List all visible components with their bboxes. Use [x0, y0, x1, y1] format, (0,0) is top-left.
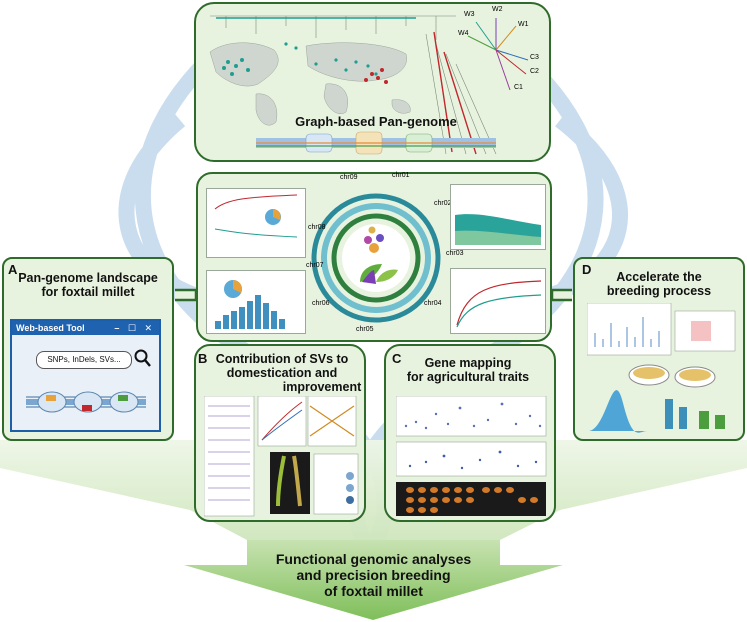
web-tool-titlebar: Web-based Tool – ☐ ✕ — [12, 321, 159, 335]
chr-label-7: chr07 — [306, 262, 324, 269]
chr-label-1: chr01 — [392, 172, 410, 179]
panel-d-title-line2: breeding process — [606, 284, 712, 298]
panel-b-letter: B — [198, 351, 208, 366]
world-map — [209, 42, 411, 126]
panel-d — [573, 257, 745, 441]
panel-b — [194, 344, 366, 522]
tree-label-w3: W3 — [464, 11, 475, 18]
panel-d-letter: D — [582, 262, 592, 277]
tree-label-w1: W1 — [518, 21, 529, 28]
graph-genome-icon — [26, 391, 146, 413]
sv-area-chart — [450, 184, 546, 250]
search-icon[interactable] — [134, 349, 152, 369]
panel-a-letter: A — [8, 262, 18, 277]
tree-label-c3: C3 — [530, 54, 539, 61]
radial-tree — [467, 18, 529, 91]
panel-a-title-line1: Pan-genome landscape — [18, 271, 158, 285]
phylo-tree — [210, 15, 497, 155]
world-map-tree-figure — [209, 15, 529, 155]
bottom-caption-line3: of foxtail millet — [324, 583, 423, 599]
chr-label-8: chr08 — [308, 224, 326, 231]
chr-label-9: chr09 — [340, 174, 358, 181]
panel-d-figures — [587, 303, 736, 433]
red-clade-line — [433, 31, 477, 155]
sample-points-teal — [222, 42, 378, 76]
gene-family-curve-plot — [206, 188, 306, 258]
panel-b-title-line2: domestication and — [226, 366, 338, 380]
panel-b-figures — [204, 396, 359, 517]
panel-c-title-line1: Gene mapping — [424, 356, 512, 370]
tree-label-c2: C2 — [530, 68, 539, 75]
chr-label-2: chr02 — [434, 200, 452, 207]
panel-c — [384, 344, 556, 522]
chr-label-3: chr03 — [446, 250, 464, 257]
top-panel: W3 W2 W1 W4 C3 C2 C1 Graph-based Pan-gen… — [194, 2, 551, 162]
tree-label-w2: W2 — [492, 6, 503, 13]
panel-b-title-line3: improvement — [282, 380, 362, 394]
top-panel-title: Graph-based Pan-genome — [295, 114, 457, 129]
middle-panel: chr01 chr02 chr03 chr04 chr05 chr06 chr0… — [196, 172, 552, 342]
accession-curve-plot — [450, 268, 546, 334]
histogram-plot — [206, 270, 306, 334]
panel-c-title-line2: for agricultural traits — [406, 370, 530, 384]
search-input[interactable]: SNPs, InDels, SVs... — [36, 351, 132, 369]
down-arrow — [184, 540, 563, 620]
panel-c-figures — [396, 396, 547, 516]
chr-label-6: chr06 — [312, 300, 330, 307]
web-tool-window[interactable]: Web-based Tool – ☐ ✕ SNPs, InDels, SVs..… — [10, 319, 161, 432]
chr-label-5: chr05 — [356, 326, 374, 333]
tree-label-w4: W4 — [458, 30, 469, 37]
bottom-caption: Functional genomic analyses and precisio… — [170, 551, 577, 599]
chr-label-4: chr04 — [424, 300, 442, 307]
window-controls-icon[interactable]: – ☐ ✕ — [114, 323, 155, 333]
sample-points-red — [364, 68, 388, 84]
chromosome-graph-bar — [256, 131, 496, 155]
panel-c-letter: C — [392, 351, 402, 366]
web-tool-title: Web-based Tool — [16, 323, 85, 333]
plant-logo — [360, 226, 398, 284]
circos-plot — [310, 178, 442, 338]
connectors — [175, 288, 572, 302]
panel-a-title-line2: for foxtail millet — [41, 285, 135, 299]
panel-d-title-line1: Accelerate the — [616, 270, 702, 284]
tree-label-c1: C1 — [514, 84, 523, 91]
bottom-caption-line2: and precision breeding — [296, 567, 451, 583]
bottom-caption-line1: Functional genomic analyses — [275, 551, 472, 567]
funnel-shape — [0, 440, 747, 540]
panel-b-title-line1: Contribution of SVs to — [215, 352, 349, 366]
